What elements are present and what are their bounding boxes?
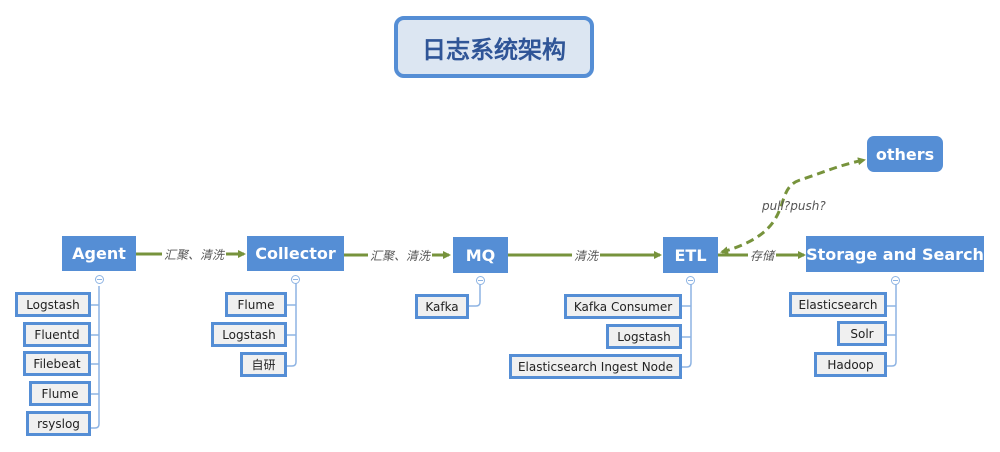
tree-etl: [681, 282, 692, 368]
mq-child[interactable]: Kafka: [415, 294, 469, 319]
tree-agent: [88, 286, 100, 429]
agent-child[interactable]: Flume: [29, 381, 91, 406]
node-others[interactable]: others: [867, 136, 943, 172]
collector-child[interactable]: Logstash: [211, 322, 287, 347]
diagram-title: 日志系统架构: [394, 16, 594, 78]
agent-child[interactable]: Logstash: [15, 292, 91, 317]
collapse-toggle-storage[interactable]: [891, 276, 900, 285]
collapse-toggle-agent[interactable]: [95, 275, 104, 284]
collapse-toggle-etl[interactable]: [686, 276, 695, 285]
edge-label: 汇聚、清洗: [368, 247, 433, 264]
tree-mq: [468, 280, 481, 307]
collapse-toggle-mq[interactable]: [476, 276, 485, 285]
agent-child[interactable]: Filebeat: [23, 351, 91, 376]
agent-child[interactable]: rsyslog: [26, 411, 91, 436]
edge-label: 汇聚、清洗: [162, 246, 227, 263]
storage-child[interactable]: Elasticsearch: [789, 292, 887, 317]
storage-child[interactable]: Solr: [837, 321, 887, 346]
node-collector[interactable]: Collector: [247, 236, 344, 271]
edge-label: 存储: [748, 247, 777, 264]
etl-child[interactable]: Logstash: [606, 324, 682, 349]
edge-label: pull?push?: [762, 199, 826, 213]
node-etl[interactable]: ETL: [663, 237, 718, 273]
node-storage[interactable]: Storage and Search: [806, 236, 984, 272]
etl-child[interactable]: Elasticsearch Ingest Node: [509, 354, 682, 379]
collapse-toggle-collector[interactable]: [291, 275, 300, 284]
etl-child[interactable]: Kafka Consumer: [564, 294, 682, 319]
tree-collector: [286, 280, 297, 367]
node-mq[interactable]: MQ: [453, 237, 508, 273]
storage-child[interactable]: Hadoop: [814, 352, 887, 377]
tree-storage: [886, 282, 897, 367]
node-agent[interactable]: Agent: [62, 236, 136, 271]
collector-child[interactable]: 自研: [240, 352, 287, 377]
edge-label: 清洗: [572, 247, 601, 264]
collector-child[interactable]: Flume: [225, 292, 287, 317]
agent-child[interactable]: Fluentd: [23, 322, 91, 347]
edge-etl-others: [720, 157, 866, 255]
